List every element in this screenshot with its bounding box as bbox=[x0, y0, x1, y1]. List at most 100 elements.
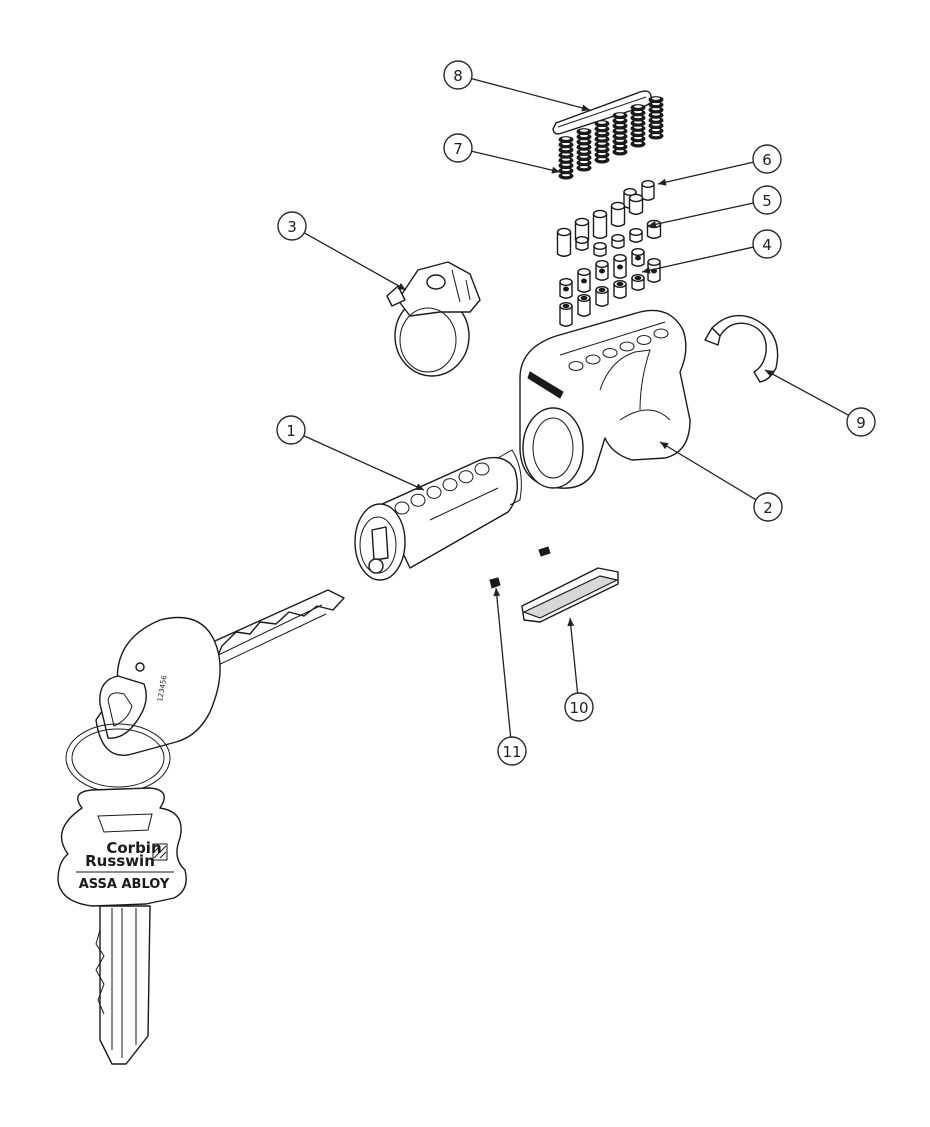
arrowhead bbox=[493, 588, 501, 597]
spring bbox=[648, 96, 664, 140]
plug-pin-hole bbox=[442, 478, 458, 492]
pin bbox=[595, 260, 609, 281]
callouts: 1 2 3 4 5 6 7 8 9 10 11 bbox=[276, 60, 876, 766]
part-4-bottom-pins bbox=[559, 247, 661, 327]
key-parent-brand: ASSA ABLOY bbox=[79, 877, 170, 892]
callout-number: 3 bbox=[287, 218, 297, 236]
callout-number: 2 bbox=[763, 499, 773, 517]
part-7-springs bbox=[558, 96, 664, 180]
spring bbox=[612, 112, 628, 156]
key-brand-line1: Corbin bbox=[106, 839, 161, 857]
spring bbox=[558, 136, 574, 180]
lower-key: Corbin Russwin ASSA ABLOY bbox=[57, 787, 187, 1065]
plug-pin-hole bbox=[458, 470, 474, 484]
pin bbox=[595, 286, 609, 307]
callout-number: 1 bbox=[286, 422, 296, 440]
callout-6: 6 bbox=[657, 144, 782, 186]
pin bbox=[611, 233, 625, 249]
arrowhead bbox=[660, 442, 669, 450]
leader-line bbox=[303, 232, 407, 291]
pin-hole bbox=[585, 354, 601, 365]
arrowhead bbox=[658, 178, 667, 186]
pin bbox=[577, 294, 591, 317]
callout-circle bbox=[443, 60, 473, 90]
part-3-cam-ring bbox=[386, 261, 481, 377]
plug-pin-hole bbox=[426, 485, 442, 499]
part-5-driver-pins bbox=[556, 193, 662, 257]
spring bbox=[576, 128, 592, 172]
spring bbox=[630, 104, 646, 148]
callout-7: 7 bbox=[443, 133, 561, 174]
pin bbox=[577, 268, 591, 293]
leader-line bbox=[659, 441, 757, 501]
pin bbox=[629, 227, 643, 243]
leader-line bbox=[303, 435, 425, 491]
pin-hole bbox=[602, 348, 618, 358]
callout-11: 11 bbox=[493, 587, 527, 766]
pin-hole bbox=[568, 361, 584, 371]
plug-pin-hole bbox=[474, 462, 490, 476]
callout-circle bbox=[497, 736, 527, 766]
part-10-tailpiece-bar bbox=[521, 567, 619, 623]
leader-line bbox=[764, 369, 849, 416]
key-brand-line2: Russwin bbox=[85, 852, 155, 870]
pin bbox=[556, 227, 572, 257]
pin bbox=[575, 235, 589, 251]
callout-number: 4 bbox=[762, 236, 772, 254]
callout-circle bbox=[752, 229, 782, 259]
callout-4: 4 bbox=[641, 229, 782, 274]
pin bbox=[613, 253, 627, 279]
leader-line bbox=[471, 150, 561, 173]
arrowhead bbox=[581, 104, 590, 112]
callout-circle bbox=[277, 211, 307, 241]
leader-line bbox=[495, 587, 512, 738]
pin bbox=[559, 302, 573, 327]
pin bbox=[559, 278, 573, 299]
arrowhead bbox=[765, 370, 774, 377]
part-9-retaining-clip bbox=[704, 314, 779, 383]
pin bbox=[647, 258, 661, 283]
callout-number: 6 bbox=[762, 151, 772, 169]
pin-hole bbox=[619, 341, 635, 352]
part-2-housing bbox=[519, 309, 691, 489]
callout-circle bbox=[752, 185, 782, 215]
pin bbox=[628, 193, 644, 215]
pin bbox=[613, 280, 627, 299]
callout-10: 10 bbox=[564, 617, 594, 722]
callout-number: 8 bbox=[453, 67, 463, 85]
callout-1: 1 bbox=[276, 415, 425, 491]
leader-line bbox=[641, 246, 754, 273]
plug-pin-hole bbox=[394, 501, 410, 515]
leader-line bbox=[657, 161, 754, 185]
arrowhead bbox=[648, 220, 657, 228]
leader-line bbox=[569, 617, 579, 694]
callout-number: 5 bbox=[762, 192, 772, 210]
callout-number: 7 bbox=[453, 140, 463, 158]
callout-number: 10 bbox=[569, 699, 588, 717]
callout-circle bbox=[753, 492, 783, 522]
pin bbox=[592, 209, 608, 239]
arrowhead bbox=[551, 166, 560, 174]
upper-key: 123456 bbox=[95, 589, 345, 756]
callout-9: 9 bbox=[764, 369, 876, 437]
pin bbox=[631, 247, 645, 267]
callout-circle bbox=[752, 144, 782, 174]
callout-2: 2 bbox=[659, 441, 783, 522]
arrowhead bbox=[397, 283, 406, 290]
callout-circle bbox=[846, 407, 876, 437]
callout-number: 9 bbox=[856, 414, 866, 432]
pin bbox=[593, 241, 607, 257]
leader-line bbox=[647, 202, 754, 227]
callout-8: 8 bbox=[443, 60, 591, 112]
leader-line bbox=[471, 77, 591, 111]
arrowhead bbox=[415, 483, 424, 490]
callout-circle bbox=[564, 692, 594, 722]
arrowhead bbox=[567, 618, 575, 627]
callout-5: 5 bbox=[647, 185, 782, 228]
callout-circle bbox=[276, 415, 306, 445]
plug-pin-hole bbox=[410, 493, 426, 507]
callout-circle bbox=[443, 133, 473, 163]
pin bbox=[641, 179, 655, 201]
callout-3: 3 bbox=[277, 211, 407, 291]
